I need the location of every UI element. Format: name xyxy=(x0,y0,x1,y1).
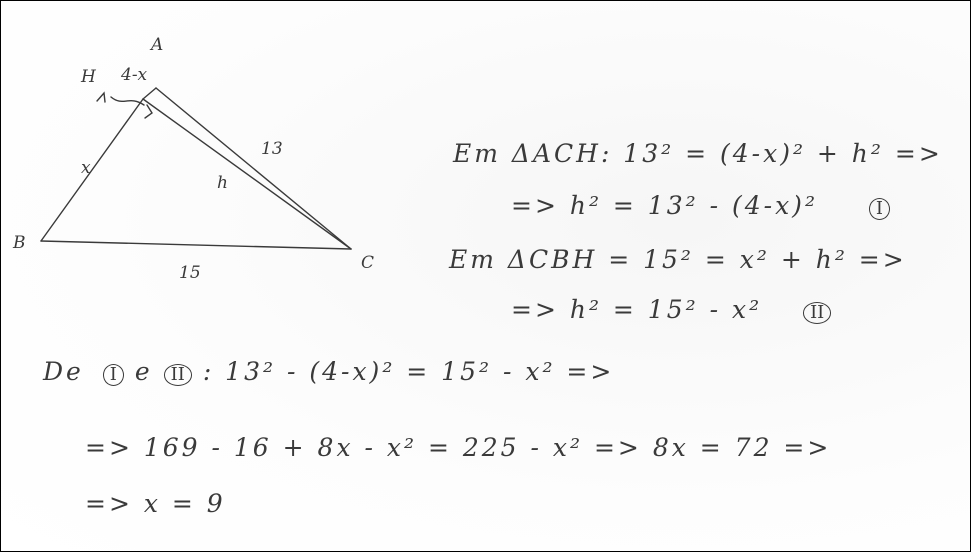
foot-h-label: H xyxy=(81,67,96,87)
label-arrow-h xyxy=(110,96,145,106)
equation-line-2: => h² = 13² - (4-x)² I xyxy=(511,191,891,220)
equation-line-5-tag-i: I xyxy=(102,364,124,386)
vertex-c-label: C xyxy=(361,253,375,273)
triangle-side-ab xyxy=(40,98,144,242)
equation-tag-ii: II xyxy=(803,302,832,324)
equation-line-3: Em ΔCBH = 15² = x² + h² => xyxy=(449,245,907,274)
equation-line-5-tag-ii: II xyxy=(163,364,192,386)
triangle-side-ac xyxy=(155,87,352,250)
side-bh-label: x xyxy=(81,158,91,178)
equation-line-7: => x = 9 xyxy=(85,489,226,518)
segment-ah xyxy=(142,87,157,100)
triangle-side-bc xyxy=(40,240,352,250)
equation-line-5: De I e II : 13² - (4-x)² = 15² - x² => xyxy=(43,357,614,386)
equation-line-1: Em ΔACH: 13² = (4-x)² + h² => xyxy=(453,139,943,168)
equation-line-5-rest: : 13² - (4-x)² = 15² - x² => xyxy=(202,357,615,386)
equation-line-5-conj: e xyxy=(134,357,153,386)
equation-tag-i: I xyxy=(868,198,891,220)
equation-line-4-text: => h² = 15² - x² xyxy=(511,295,763,324)
equation-line-4: => h² = 15² - x² II xyxy=(511,295,832,324)
arrow-head xyxy=(96,91,106,103)
vertex-b-label: B xyxy=(13,233,26,253)
right-angle-mark xyxy=(144,104,153,119)
vertex-a-label: A xyxy=(151,35,164,55)
equation-line-2-text: => h² = 13² - (4-x)² xyxy=(511,191,818,220)
segment-ah-label: 4-x xyxy=(121,65,148,85)
triangle-altitude-ch xyxy=(142,98,352,250)
equation-line-5-prefix: De xyxy=(43,357,84,386)
side-ac-label: 13 xyxy=(261,139,283,159)
height-h-label: h xyxy=(217,173,228,193)
side-bc-label: 15 xyxy=(179,263,201,283)
equation-line-6: => 169 - 16 + 8x - x² = 225 - x² => 8x =… xyxy=(85,433,832,462)
